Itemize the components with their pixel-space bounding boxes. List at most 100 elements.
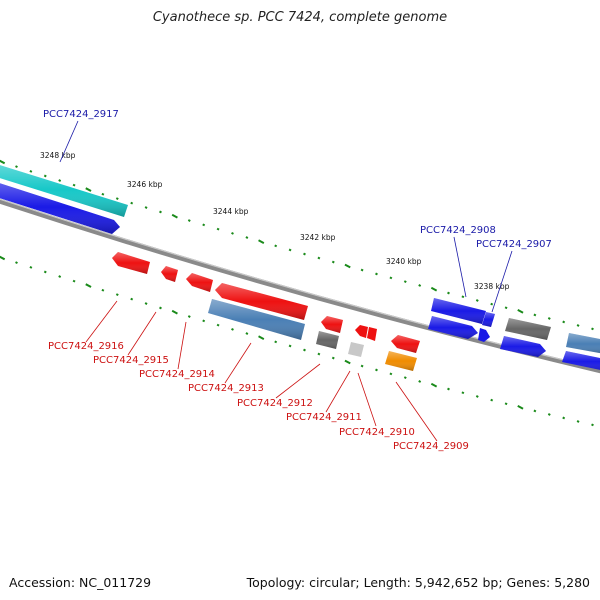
minor-tick xyxy=(475,395,479,398)
gene-label-2915[interactable]: PCC7424_2915 xyxy=(93,355,169,366)
minor-tick xyxy=(144,302,148,305)
major-tick xyxy=(517,309,524,314)
minor-tick xyxy=(303,348,306,352)
gene-pcc7424-2911[interactable] xyxy=(355,325,368,338)
minor-tick xyxy=(461,295,465,299)
leader-line-2917 xyxy=(59,120,79,163)
gene-forward-blue-right[interactable] xyxy=(500,336,546,357)
major-tick xyxy=(517,405,524,410)
inner-scale-ticks xyxy=(0,255,594,427)
minor-tick xyxy=(475,299,479,302)
minor-tick xyxy=(115,197,119,201)
gene-label-2907[interactable]: PCC7424_2907 xyxy=(476,239,552,250)
minor-tick xyxy=(447,291,450,295)
gene-forward-steel-right[interactable] xyxy=(566,333,600,355)
minor-tick xyxy=(576,420,580,423)
gene-label-2914[interactable]: PCC7424_2914 xyxy=(139,369,215,380)
minor-tick xyxy=(288,248,292,252)
major-tick xyxy=(258,239,265,244)
leader-line-2910 xyxy=(357,372,377,427)
minor-tick xyxy=(15,165,18,169)
gene-label-2913[interactable]: PCC7424_2913 xyxy=(188,383,264,394)
minor-tick xyxy=(317,352,321,356)
gene-reverse-orange[interactable] xyxy=(385,351,417,371)
minor-tick xyxy=(403,376,407,380)
gene-label-2910[interactable]: PCC7424_2910 xyxy=(339,427,415,438)
gene-pcc7424-2916[interactable] xyxy=(112,252,150,274)
gene-pcc7424-2912[interactable] xyxy=(321,316,343,333)
minor-tick xyxy=(547,413,551,416)
minor-tick xyxy=(317,256,321,260)
minor-tick xyxy=(187,315,191,318)
minor-tick xyxy=(15,261,18,265)
gene-forward-gray[interactable] xyxy=(505,318,551,340)
gene-reverse-steel-left[interactable] xyxy=(208,299,305,340)
genome-summary-text: Topology: circular; Length: 5,942,652 bp… xyxy=(246,575,590,590)
minor-tick xyxy=(130,297,134,301)
minor-tick xyxy=(591,327,594,331)
minor-tick xyxy=(375,368,378,372)
gene-label-2916[interactable]: PCC7424_2916 xyxy=(48,341,124,352)
minor-tick xyxy=(403,280,407,284)
minor-tick xyxy=(331,260,335,264)
gene-pcc7424-2914[interactable] xyxy=(186,273,213,292)
minor-tick xyxy=(461,391,465,395)
gene-reverse-lightgray[interactable] xyxy=(348,342,364,357)
gene-label-2908[interactable]: PCC7424_2908 xyxy=(420,225,496,236)
minor-tick xyxy=(591,423,594,427)
gene-pcc7424-2908-b[interactable] xyxy=(482,312,495,327)
gene-forward-blue-mid[interactable] xyxy=(428,316,478,339)
minor-tick xyxy=(360,364,364,368)
gene-pcc7424-2910[interactable] xyxy=(367,327,377,341)
gene-pcc7424-2908-a[interactable] xyxy=(431,298,486,324)
minor-tick xyxy=(101,192,105,196)
minor-tick xyxy=(360,268,364,272)
minor-tick xyxy=(101,288,105,292)
major-tick xyxy=(344,263,351,269)
gene-forward-blue-far-right[interactable] xyxy=(562,351,600,372)
minor-tick xyxy=(159,306,162,310)
gene-pcc7424-2915[interactable] xyxy=(161,266,178,282)
scale-label-3240: 3240 kbp xyxy=(386,257,422,266)
minor-tick xyxy=(389,276,393,280)
scale-label-3246: 3246 kbp xyxy=(127,180,163,189)
gene-pcc7424-2917[interactable] xyxy=(0,162,128,217)
gene-label-2909[interactable]: PCC7424_2909 xyxy=(393,441,469,452)
minor-tick xyxy=(187,219,191,222)
major-tick xyxy=(85,283,92,288)
gene-label-2912[interactable]: PCC7424_2912 xyxy=(237,398,313,409)
gene-pcc7424-2907[interactable] xyxy=(478,328,490,342)
gene-label-2911[interactable]: PCC7424_2911 xyxy=(286,412,362,423)
minor-tick xyxy=(231,327,234,331)
minor-tick xyxy=(29,169,33,173)
major-tick xyxy=(171,309,178,315)
minor-tick xyxy=(202,223,206,227)
gene-label-2917[interactable]: PCC7424_2917 xyxy=(43,109,119,120)
minor-tick xyxy=(43,270,47,274)
gene-reverse-gray[interactable] xyxy=(316,331,339,349)
figure-title: Cyanothece sp. PCC 7424, complete genome xyxy=(152,10,448,25)
major-tick xyxy=(344,359,351,365)
minor-tick xyxy=(504,402,508,406)
major-tick xyxy=(430,382,438,388)
minor-tick xyxy=(288,344,292,348)
leader-line-2909 xyxy=(395,381,438,442)
gene-forward-blue-left[interactable] xyxy=(0,180,120,234)
leader-line-2908 xyxy=(453,236,467,298)
minor-tick xyxy=(245,236,249,239)
accession-text: Accession: NC_011729 xyxy=(9,575,152,590)
major-tick xyxy=(258,335,265,340)
minor-tick xyxy=(490,302,494,306)
minor-tick xyxy=(490,398,494,402)
leader-line-2915 xyxy=(127,311,157,356)
scale-label-3238: 3238 kbp xyxy=(474,282,510,291)
gene-pcc7424-2909[interactable] xyxy=(391,335,420,353)
gene-pcc7424-2913[interactable] xyxy=(215,283,308,320)
leader-line-2916 xyxy=(85,300,118,343)
minor-tick xyxy=(58,179,62,182)
minor-tick xyxy=(504,306,508,310)
minor-tick xyxy=(130,201,134,205)
minor-tick xyxy=(72,279,76,283)
leader-line-2913 xyxy=(224,342,252,384)
